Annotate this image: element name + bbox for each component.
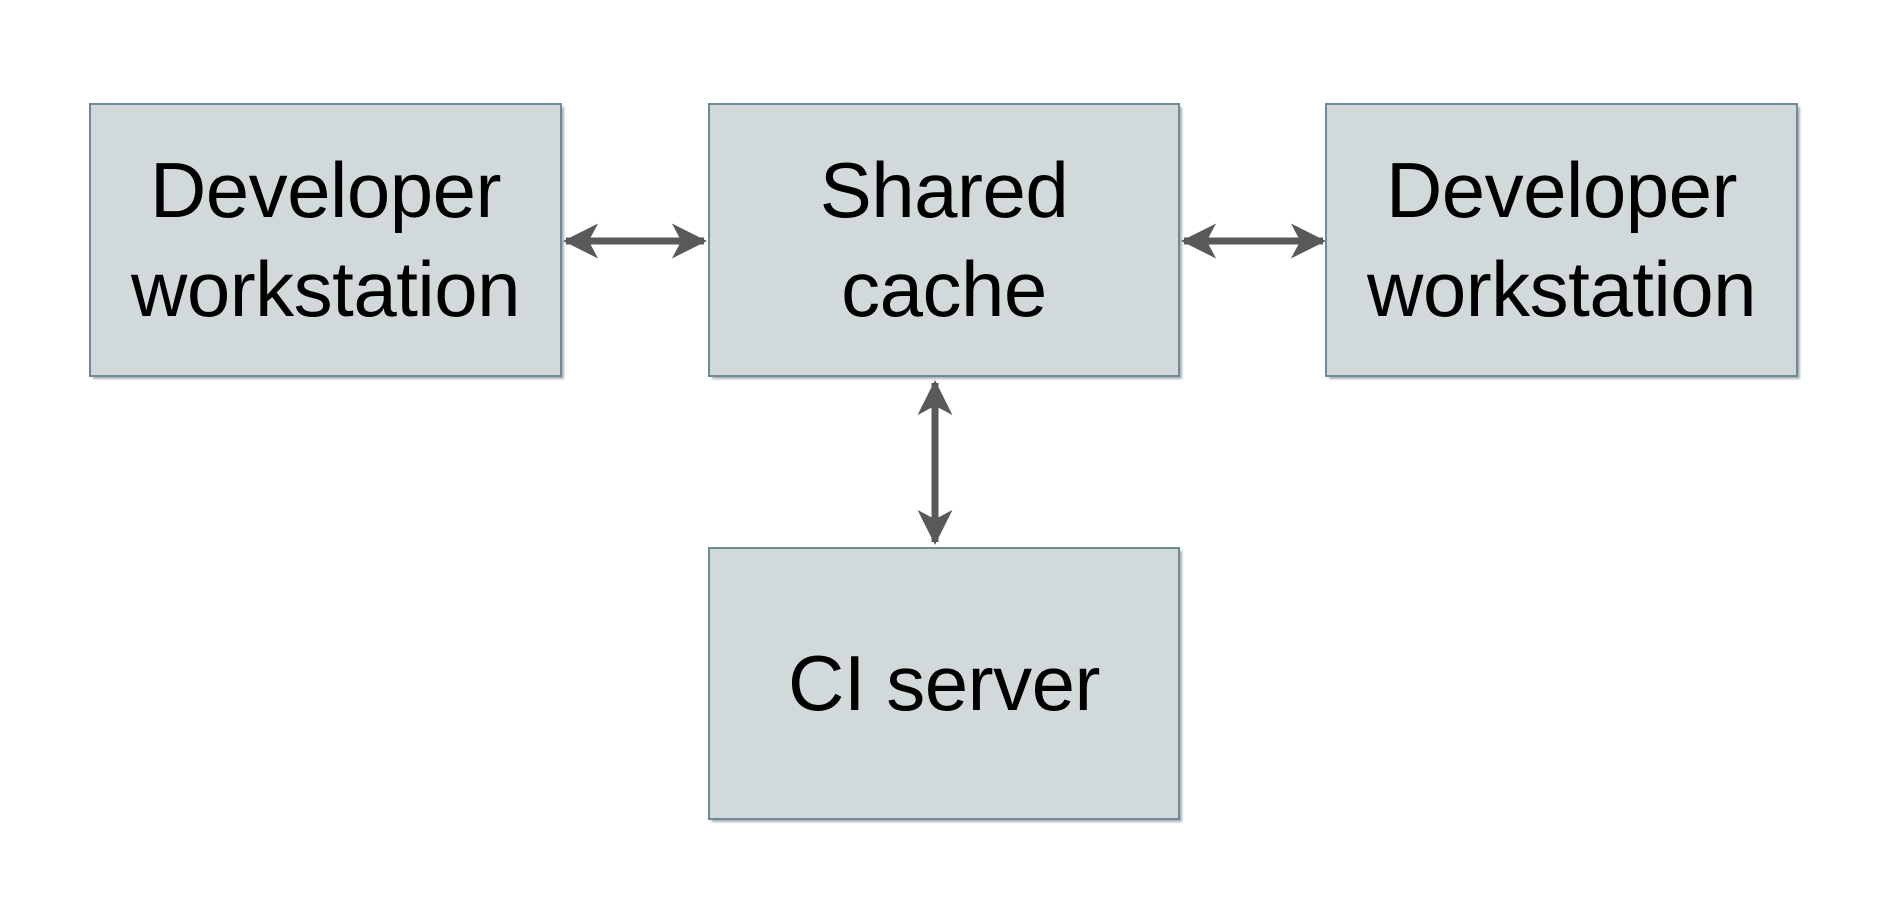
node-label-line: workstation	[131, 245, 521, 333]
node-shared-cache: Shared cache	[708, 103, 1180, 377]
node-label-line: workstation	[1367, 245, 1757, 333]
node-ci-server: CI server	[708, 547, 1180, 820]
node-label-line: cache	[841, 245, 1047, 333]
node-label-line: CI server	[788, 639, 1100, 727]
node-developer-workstation-left: Developer workstation	[89, 103, 562, 377]
node-label-line: Developer	[1385, 146, 1738, 234]
node-label-line: Developer	[149, 146, 502, 234]
node-label-line: Shared	[819, 146, 1069, 234]
node-developer-workstation-right: Developer workstation	[1325, 103, 1798, 377]
